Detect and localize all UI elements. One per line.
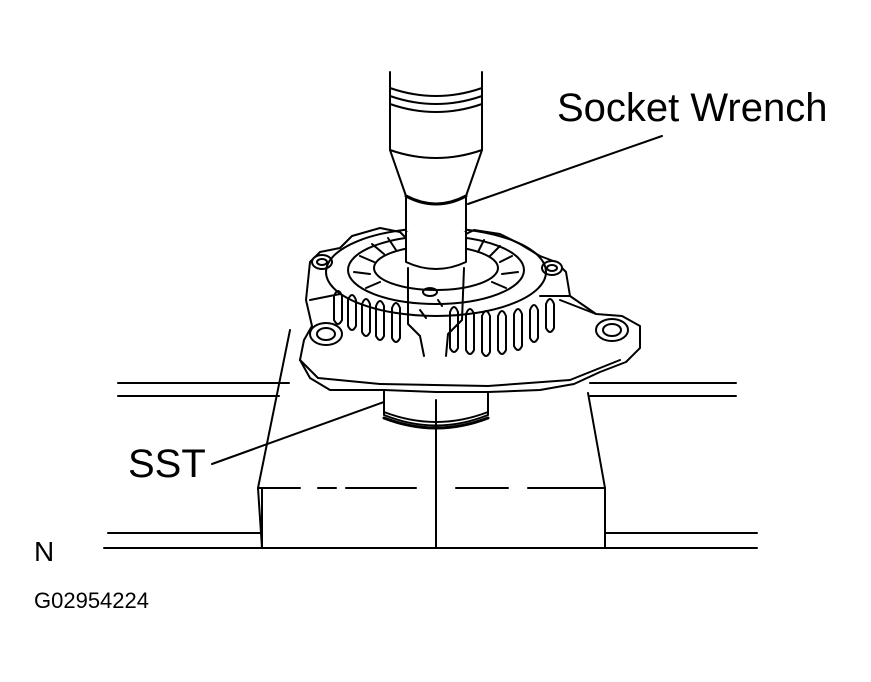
sst-label: SST xyxy=(128,442,206,486)
bench-rails xyxy=(103,382,758,549)
socket-wrench xyxy=(389,71,483,270)
alternator xyxy=(299,227,641,393)
sst xyxy=(382,389,490,430)
sst-leader xyxy=(211,401,385,465)
socket-wrench-leader xyxy=(467,135,663,205)
figure-code: G02954224 xyxy=(34,588,149,613)
support-blocks xyxy=(257,329,606,549)
marker-label: N xyxy=(34,536,55,567)
socket-wrench-label: Socket Wrench xyxy=(557,86,828,130)
